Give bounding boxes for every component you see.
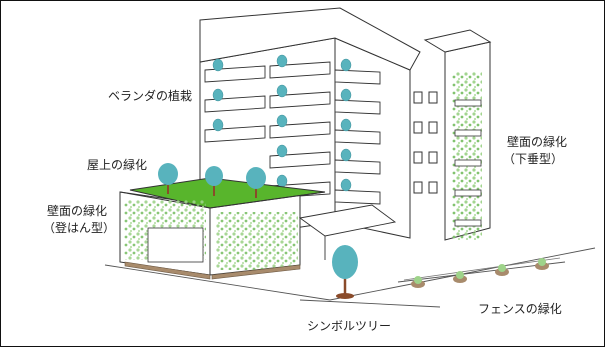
rooftop-trees [158,163,266,198]
climbing-greenery-side [216,212,298,270]
tower-planters [454,99,482,227]
fence-planters [403,257,561,288]
wall-greening-climbing-label: 壁面の緑化 [47,204,108,218]
symbol-tree-label: シンボルツリー [307,319,392,333]
rooftop-greening-label: 屋上の緑化 [87,158,148,172]
wall-greening-hanging-label: 壁面の緑化 [507,135,568,149]
garage-opening [147,227,204,263]
entrance-canopy [298,204,397,265]
wall-greening-climbing-sub-label: （登はん型） [43,221,116,235]
hanging-greenery [452,72,482,240]
veranda-planting-label: ベランダの植栽 [108,89,193,103]
symbol-tree [332,245,358,299]
ground-planters [124,261,301,280]
veranda-plants [212,54,352,192]
fence-greening-label: フェンスの緑化 [478,302,562,316]
wall-greening-hanging-sub-label: （下垂型） [503,152,564,166]
